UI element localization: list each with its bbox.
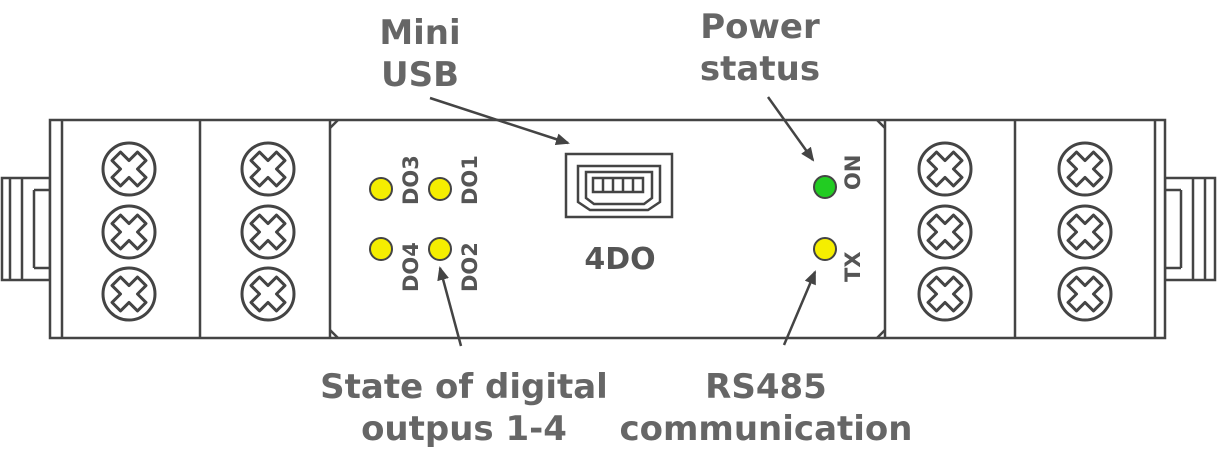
- arrow-power-status: [766, 96, 815, 162]
- callout-mini-usb-line1: Mini: [379, 13, 460, 53]
- led-label-do1: DO1: [458, 155, 482, 205]
- arrow-digital-outputs: [437, 266, 463, 347]
- terminal-screw-icon: [1057, 266, 1113, 322]
- callout-arrows: [429, 96, 817, 347]
- left-rail-clip: [0, 176, 52, 282]
- callout-outputs-line1: State of digital: [320, 367, 608, 407]
- terminal-screw-icon: [240, 266, 296, 322]
- led-on-icon: [813, 175, 837, 199]
- terminal-screw-icon: [240, 204, 296, 260]
- arrow-mini-usb: [429, 96, 570, 145]
- model-name: 4DO: [584, 242, 655, 277]
- terminal-screw-icon: [917, 266, 973, 322]
- led-do2-icon: [428, 237, 452, 261]
- led-do3-icon: [369, 177, 393, 201]
- do-leds: DO3 DO1 DO4 DO2: [369, 155, 482, 292]
- right-terminal-block-1: [917, 141, 973, 322]
- left-terminal-block-2: [240, 141, 296, 322]
- arrow-rs485: [782, 270, 817, 346]
- led-label-tx: TX: [841, 251, 865, 282]
- terminal-screw-icon: [917, 141, 973, 197]
- mini-usb-port-icon: [564, 152, 674, 219]
- terminal-screw-icon: [101, 204, 157, 260]
- led-do4-icon: [369, 237, 393, 261]
- terminal-screw-icon: [101, 266, 157, 322]
- callout-power-line1: Power: [700, 7, 820, 47]
- housing: [48, 118, 1167, 340]
- terminal-screw-icon: [101, 141, 157, 197]
- callout-power-line2: status: [700, 49, 820, 89]
- led-label-on: ON: [841, 155, 865, 190]
- callout-rs485-line1: RS485: [705, 367, 827, 407]
- right-terminal-block-2: [1057, 141, 1113, 322]
- led-do1-icon: [428, 177, 452, 201]
- callout-mini-usb-line2: USB: [381, 55, 459, 95]
- led-tx-icon: [813, 237, 837, 261]
- led-label-do2: DO2: [458, 242, 482, 292]
- left-terminal-block-1: [101, 141, 157, 322]
- callout-rs485-line2: communication: [619, 409, 912, 449]
- terminal-screw-icon: [1057, 141, 1113, 197]
- terminal-screw-icon: [917, 204, 973, 260]
- led-label-do4: DO4: [399, 242, 423, 292]
- callout-outputs-line2: outpus 1-4: [361, 409, 567, 449]
- terminal-screw-icon: [240, 141, 296, 197]
- led-label-do3: DO3: [399, 155, 423, 205]
- right-rail-clip: [1163, 176, 1217, 282]
- status-leds: ON TX: [813, 155, 865, 282]
- terminal-screw-icon: [1057, 204, 1113, 260]
